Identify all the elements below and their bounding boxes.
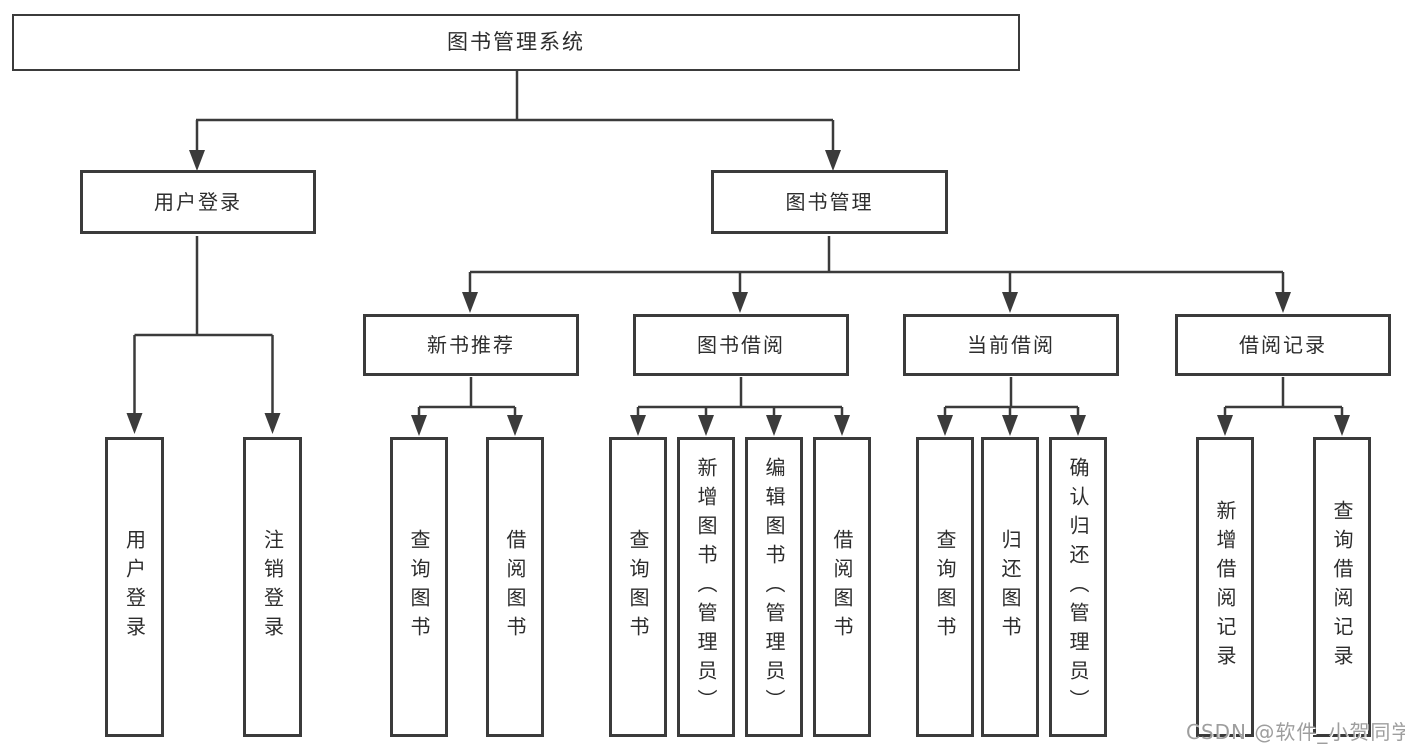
node-root: 图书管理系统 [12,14,1020,71]
arrowheads-level3 [462,292,1291,313]
csdn-watermark: CSDN @软件_小贺同学 [1186,720,1405,744]
leaf-borrow-query-book: 查询图书 [609,437,667,737]
connector-book-mgmt [468,236,1285,295]
arrowheads-current-borrow-children [937,415,1086,436]
leaf-newbook-query-book: 查询图书 [390,437,448,737]
arrowheads-borrow-record-children [1217,415,1350,436]
arrowheads-new-book-children [411,415,523,436]
connector-book-borrow [636,377,844,418]
leaf-logout: 注销登录 [243,437,302,737]
leaf-query-borrow-record: 查询借阅记录 [1313,437,1371,737]
leaf-return-book: 归还图书 [981,437,1039,737]
connector-user-login [133,236,274,415]
leaf-add-book-admin: 新增图书（管理员） [677,437,735,737]
node-new-book: 新书推荐 [363,314,579,376]
leaf-confirm-return-admin: 确认归还（管理员） [1049,437,1107,737]
leaf-user-login: 用户登录 [105,437,164,737]
node-user-login: 用户登录 [80,170,316,234]
leaf-newbook-borrow-book: 借阅图书 [486,437,544,737]
connector-new-book [417,377,517,418]
arrowheads-level2 [189,150,841,171]
node-borrow-record: 借阅记录 [1175,314,1391,376]
connector-current-borrow [943,377,1080,418]
arrowheads-user-login-children [126,413,281,434]
node-current-borrow: 当前借阅 [903,314,1119,376]
arrowheads-book-borrow-children [630,415,850,436]
node-book-mgmt: 图书管理 [711,170,948,234]
leaf-borrow-book: 借阅图书 [813,437,871,737]
leaf-current-query-book: 查询图书 [916,437,974,737]
leaf-add-borrow-record: 新增借阅记录 [1196,437,1254,737]
connector-root [195,71,835,152]
leaf-edit-book-admin: 编辑图书（管理员） [745,437,803,737]
node-book-borrow: 图书借阅 [633,314,849,376]
connector-borrow-record [1223,377,1344,418]
